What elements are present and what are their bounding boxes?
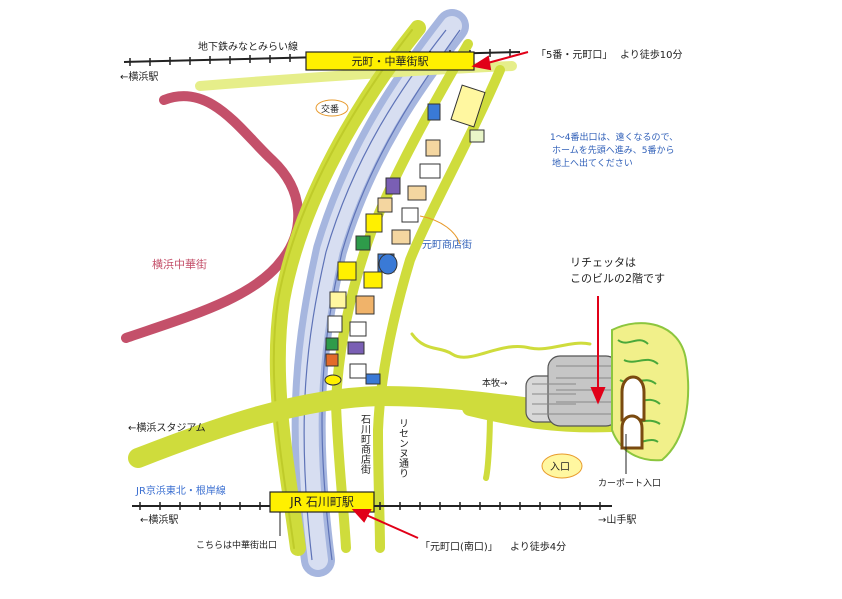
target-building [525, 355, 619, 427]
ishikawacho-station: JR 石川町駅 [269, 491, 375, 513]
area-motomachi-shoutengai: 元町商店街 [422, 238, 472, 251]
direction-yokohama-bottom: ←横浜駅 [140, 513, 178, 526]
entrance-callout: 入口 [541, 453, 583, 479]
direction-honmoku: 本牧→ [482, 377, 508, 389]
red-arrows [351, 51, 606, 539]
motomachi-chukagai-station: 元町・中華街駅 [305, 51, 475, 71]
hillside [611, 322, 690, 462]
note-bottom-exit-2: より徒歩4分 [510, 540, 566, 553]
river [291, 9, 469, 577]
motomachi-chukagai-station-label: 元町・中華街駅 [352, 54, 429, 68]
note-top-exit-1: 「5番・元町口」 [536, 49, 612, 61]
note-exit-advice-3: 地上へ出てください [552, 157, 633, 169]
roads [128, 20, 620, 556]
area-ishikawacho-shoutengai: 石川町商店街 [359, 414, 371, 475]
motomachi-callout-line [419, 215, 461, 245]
shop-buildings [324, 84, 486, 386]
carport-label: カーポート入口 [598, 478, 661, 489]
note-top-exit-2: より徒歩10分 [620, 48, 683, 61]
note-building-1: リチェッタは [570, 256, 636, 269]
note-exit-advice-1: 1～4番出口は、遠くなるので、 [550, 131, 678, 143]
chinatown-road [121, 91, 304, 343]
subway-line-label: 地下鉄みなとみらい線 [198, 40, 298, 53]
ishikawacho-station-label: JR 石川町駅 [289, 495, 354, 509]
note-building-2: このビルの2階です [570, 271, 665, 285]
note-exit-advice-2: ホームを先頭へ進み、5番から [552, 144, 674, 156]
chukagai-exit-label: こちらは中華街出口 [196, 539, 277, 551]
area-chinatown: 横浜中華街 [152, 257, 207, 271]
area-rinkan-dori: リセンヌ通り [397, 418, 409, 478]
direction-yamate: →山手駅 [598, 513, 636, 526]
entrance-label: 入口 [550, 462, 570, 473]
direction-yokohama-top: ←横浜駅 [120, 70, 158, 83]
note-bottom-exit-1: 「元町口(南口)」 [420, 540, 498, 553]
jr-line-label: JR京浜東北・根岸線 [135, 484, 226, 497]
direction-stadium: ←横浜スタジアム [128, 421, 206, 434]
koban-label: 交番 [321, 103, 339, 115]
koban-callout: 交番 [315, 99, 349, 117]
